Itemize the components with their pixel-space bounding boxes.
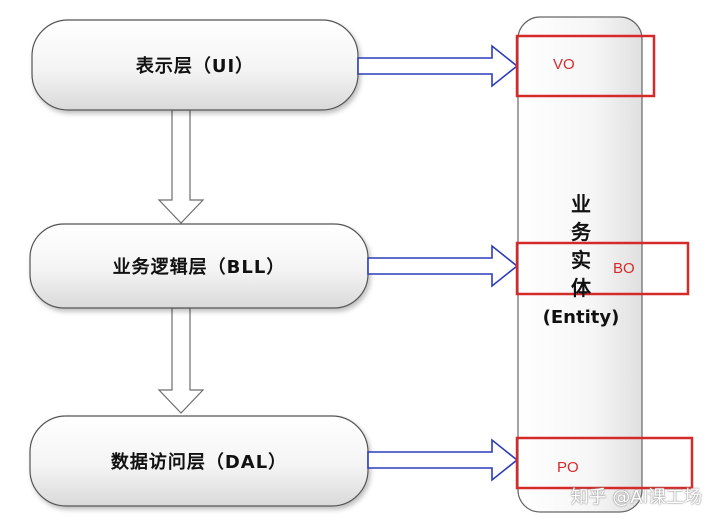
entity-title: 业 务 实 体 (Entity)	[520, 190, 642, 332]
po-highlight-box	[515, 436, 694, 490]
layer-label-ui: 表示层（UI）	[135, 56, 255, 77]
vo-highlight-box	[515, 34, 656, 98]
right-arrow-ui	[357, 44, 519, 88]
bo-highlight-box	[515, 241, 690, 296]
bo-label: BO	[613, 260, 635, 277]
entity-title-en: (Entity)	[542, 307, 620, 328]
entity-title-char: 务	[571, 220, 591, 244]
vo-label: VO	[553, 56, 575, 73]
po-label: PO	[557, 459, 579, 476]
layer-label-dal: 数据访问层（DAL）	[110, 452, 288, 473]
right-arrow-bll	[367, 244, 519, 288]
down-arrow-ui-bll	[157, 109, 205, 224]
watermark: 知乎 @AI课工场	[570, 487, 702, 508]
entity-title-char: 业	[571, 192, 591, 216]
entity-title-char: 实	[571, 248, 591, 272]
layer-label-bll: 业务逻辑层（BLL）	[112, 257, 286, 278]
entity-title-char: 体	[571, 276, 591, 300]
right-arrow-dal	[367, 438, 519, 482]
down-arrow-bll-dal	[157, 307, 205, 414]
